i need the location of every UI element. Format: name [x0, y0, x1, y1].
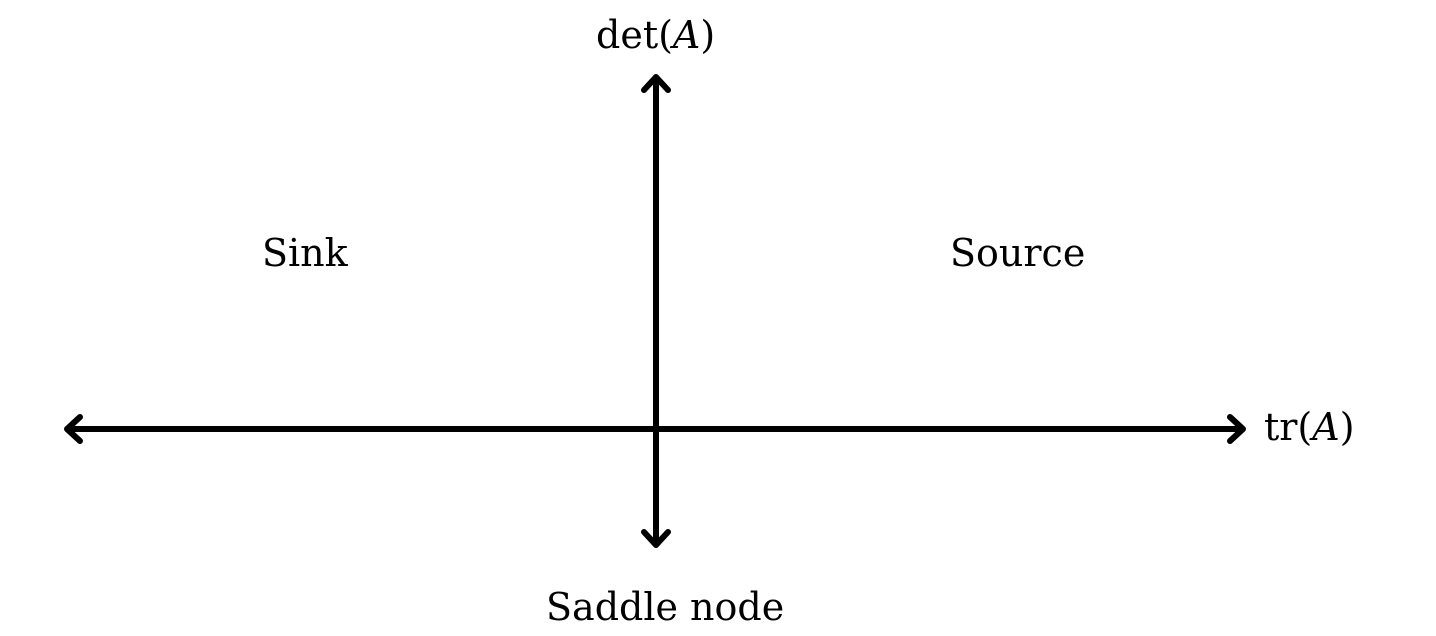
- determinant-label-variable: A: [672, 13, 701, 57]
- saddle-node-region-label: Saddle node: [546, 585, 785, 629]
- source-region-label: Source: [950, 231, 1086, 275]
- determinant-axis-top-arrowhead: [641, 74, 671, 93]
- trace-axis-left-arrowhead: [64, 414, 83, 444]
- trace-label-prefix: tr(: [1264, 405, 1313, 449]
- sink-region-label: Sink: [262, 231, 348, 275]
- trace-label-variable: A: [1312, 405, 1340, 449]
- determinant-axis-bottom-arrowhead: [641, 529, 671, 548]
- determinant-axis-label: det(A): [596, 16, 715, 54]
- determinant-label-prefix: det(: [596, 13, 673, 57]
- trace-label-suffix: ): [1339, 405, 1355, 449]
- trace-axis-right-arrowhead: [1227, 414, 1246, 444]
- determinant-label-suffix: ): [700, 13, 716, 57]
- trace-axis-label: tr(A): [1264, 408, 1355, 446]
